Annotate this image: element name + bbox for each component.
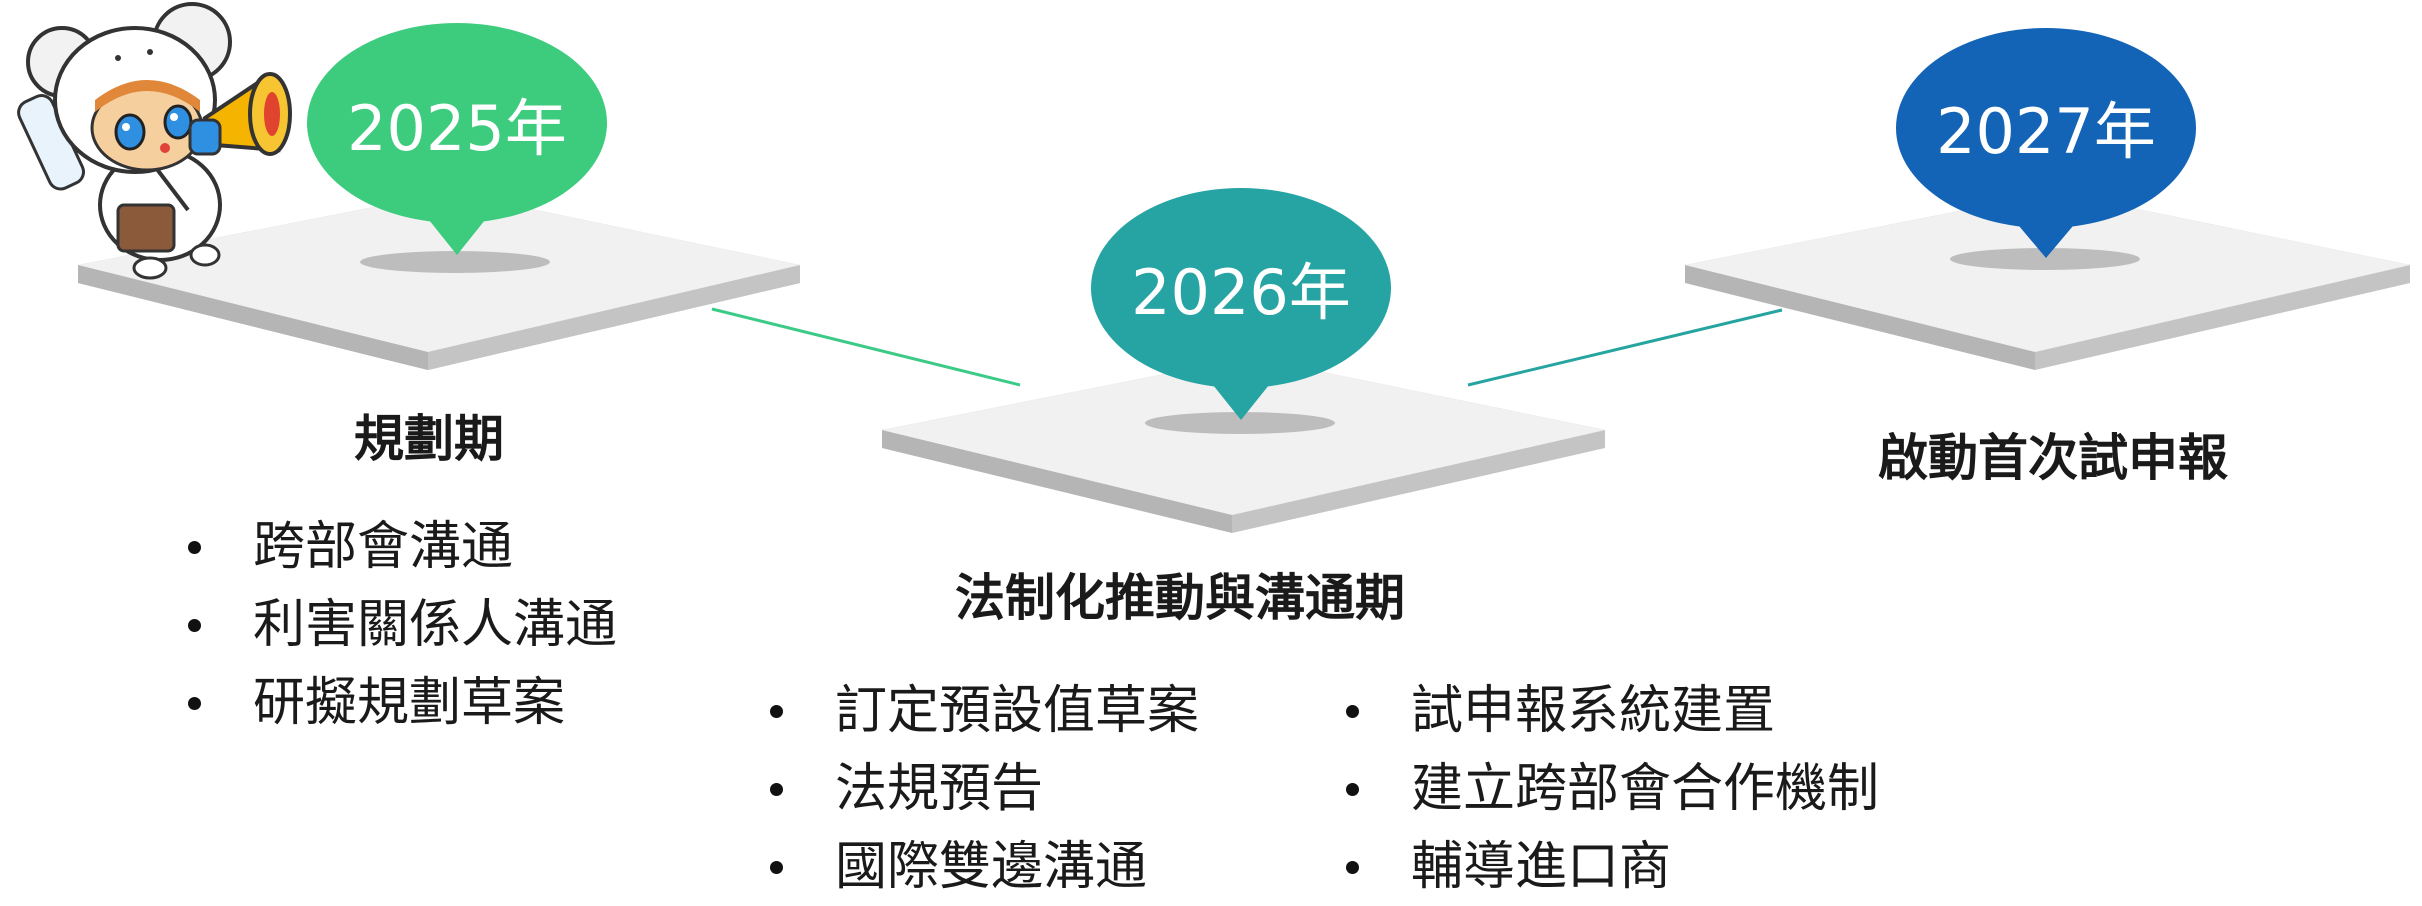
year-label-2025: 2025年: [347, 92, 567, 165]
phase-2026-items-left: 訂定預設值草案 法規預告 國際雙邊溝通: [760, 672, 1199, 906]
list-item: 輔導進口商: [1336, 828, 1879, 906]
connector-2026-2027: [1467, 308, 1783, 387]
year-label-2026: 2026年: [1131, 256, 1351, 329]
list-item: 法規預告: [760, 750, 1199, 828]
phase-title-2025: 規劃期: [354, 410, 504, 468]
list-item: 利害關係人溝通: [178, 586, 617, 664]
phase-2025-items: 跨部會溝通 利害關係人溝通 研擬規劃草案: [178, 508, 617, 742]
connector-2025-2026: [711, 307, 1021, 387]
phase-title-2027: 啟動首次試申報: [1878, 429, 2228, 487]
phase-2026-items-right: 試申報系統建置 建立跨部會合作機制 輔導進口商: [1336, 672, 1879, 906]
phase-title-2026: 法制化推動與溝通期: [955, 569, 1405, 627]
list-item: 跨部會溝通: [178, 508, 617, 586]
pin-2027: [1896, 28, 2196, 258]
platform-2027: [1685, 192, 2410, 370]
platform-2025: [78, 192, 800, 370]
list-item: 國際雙邊溝通: [760, 828, 1199, 906]
mascot-with-megaphone-icon: [17, 2, 292, 280]
pin-2026: [1091, 188, 1391, 420]
list-item: 訂定預設值草案: [760, 672, 1199, 750]
year-label-2027: 2027年: [1936, 95, 2156, 168]
platform-2026: [882, 357, 1605, 533]
pin-2025: [307, 23, 607, 255]
list-item: 研擬規劃草案: [178, 664, 617, 742]
list-item: 試申報系統建置: [1336, 672, 1879, 750]
list-item: 建立跨部會合作機制: [1336, 750, 1879, 828]
